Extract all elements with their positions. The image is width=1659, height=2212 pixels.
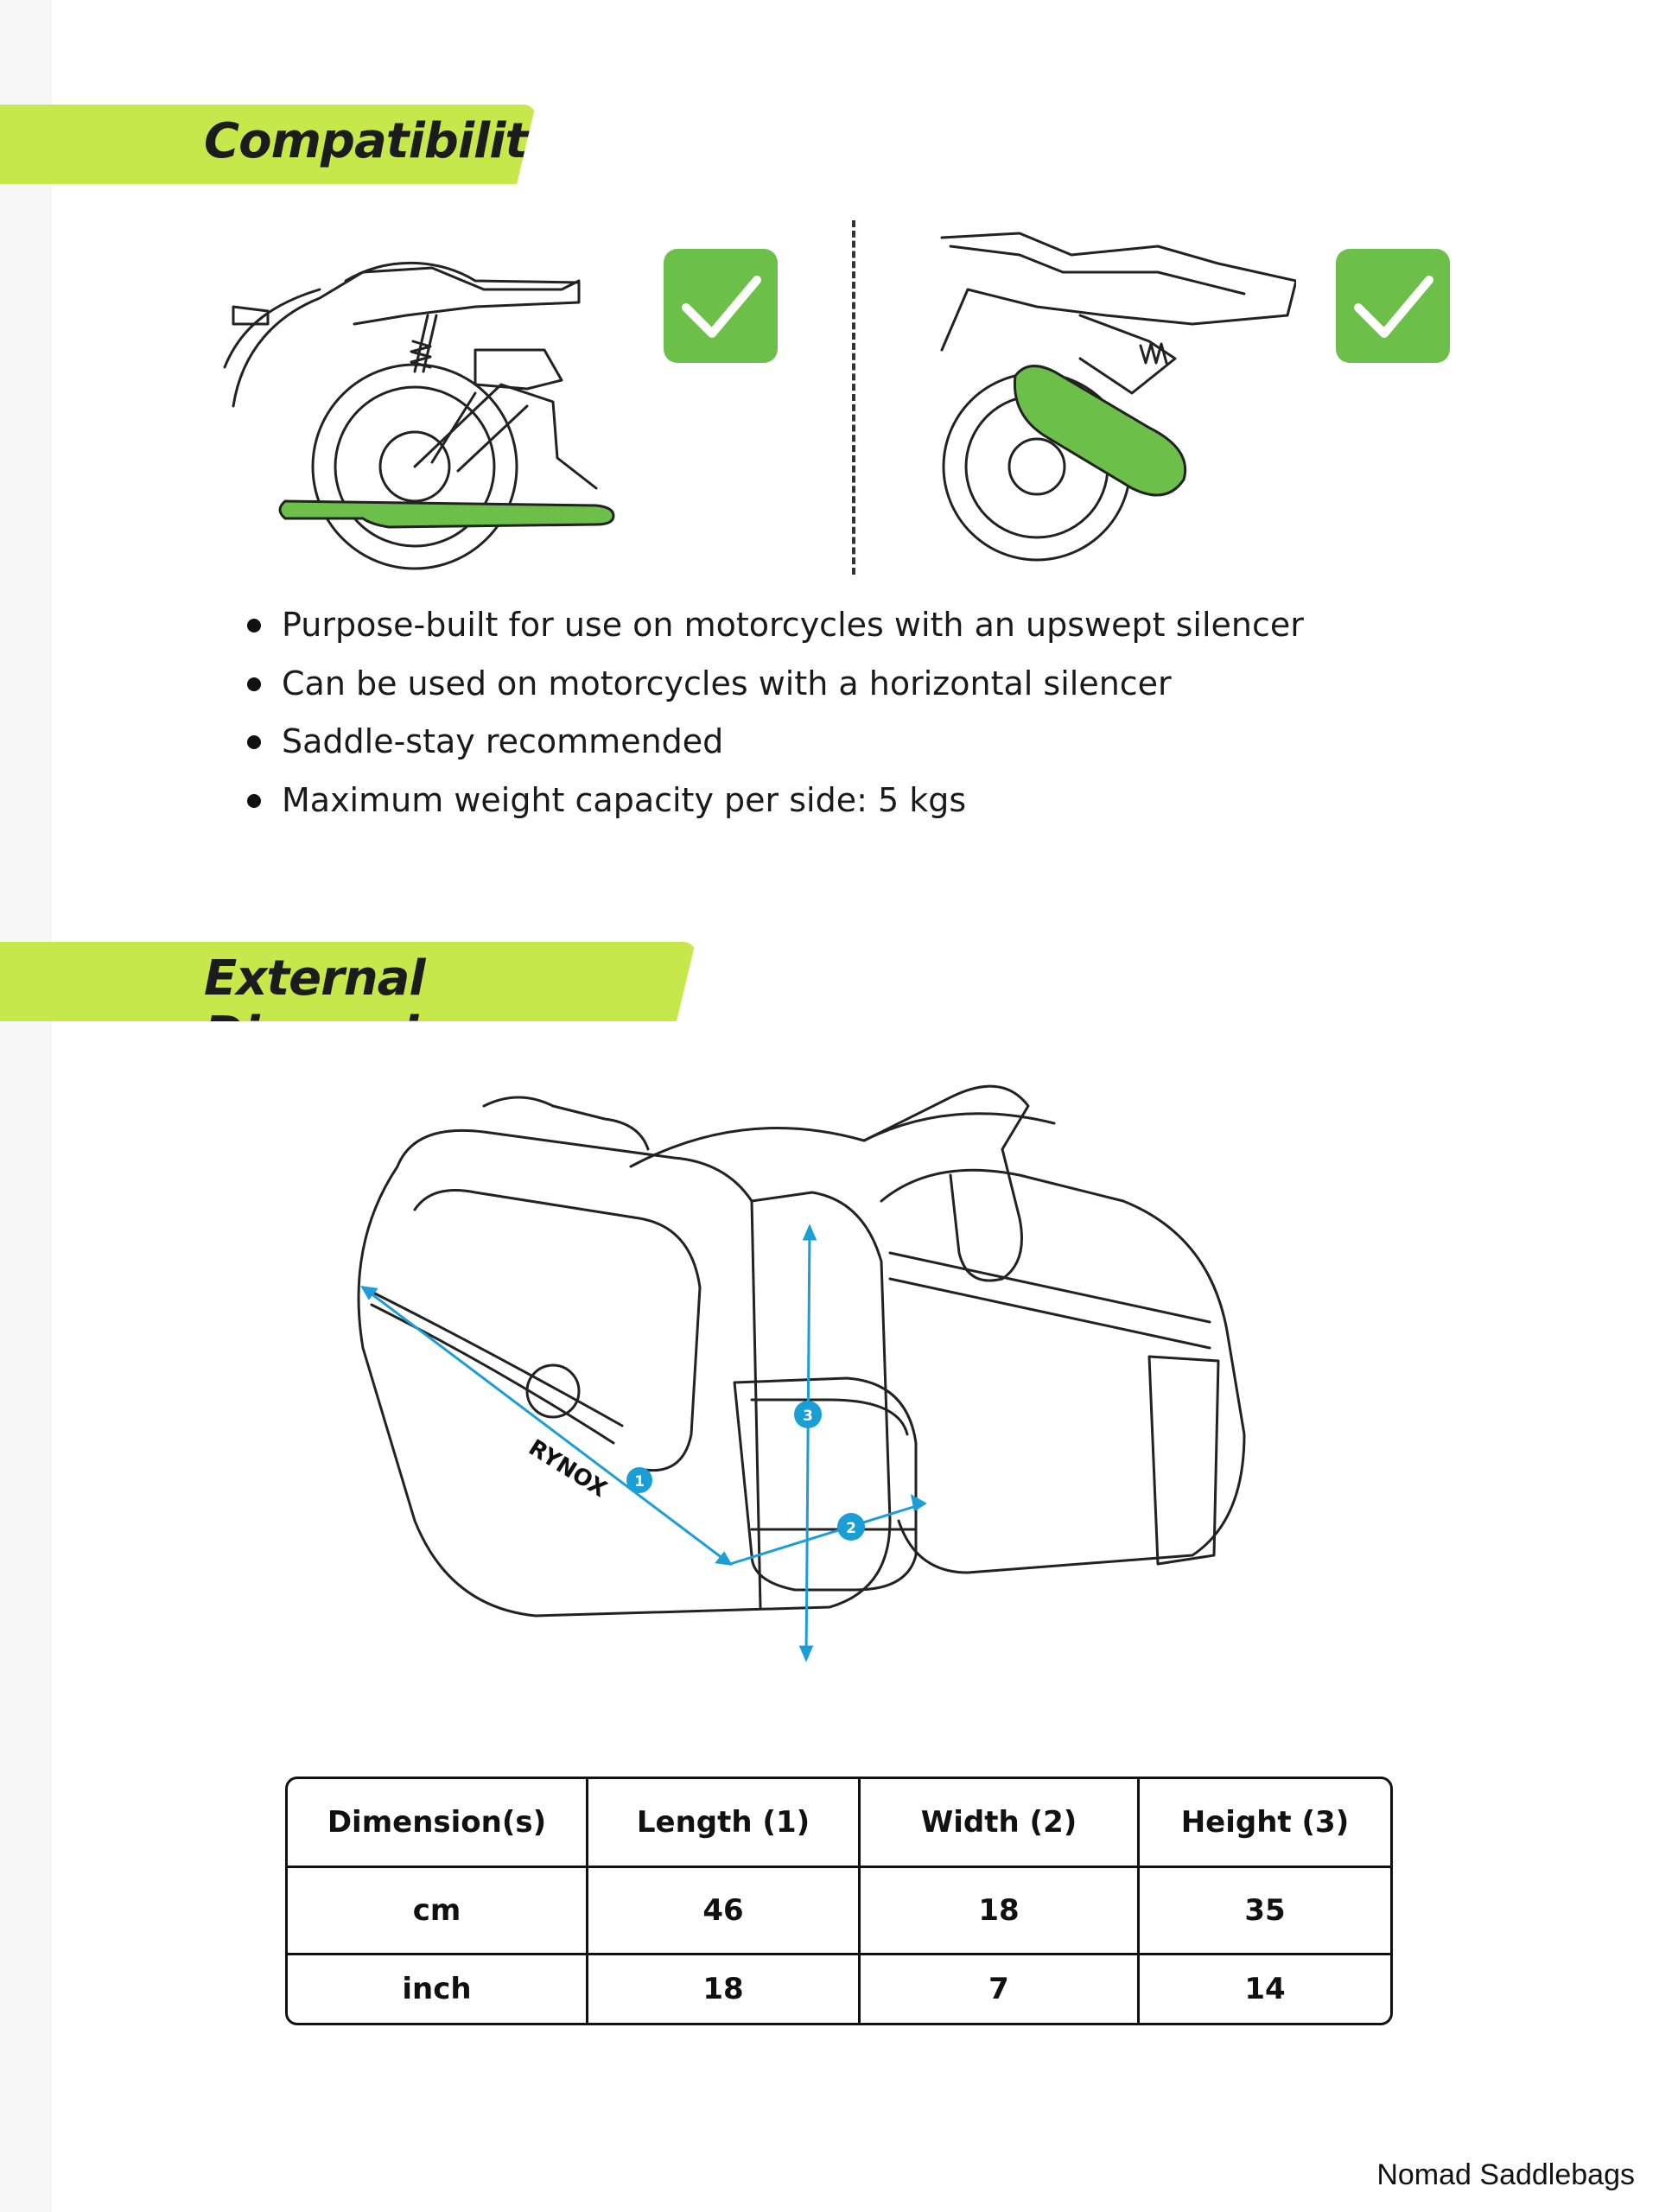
horizontal-silencer bbox=[278, 499, 615, 529]
upswept-silencer-bike-illustration bbox=[940, 232, 1296, 562]
table-cell: inch bbox=[288, 1954, 588, 2023]
compatibility-divider bbox=[852, 220, 855, 575]
saddlebag-illustration: RYNOX 1 2 3 bbox=[357, 1084, 1246, 1662]
dimensions-heading: External Dimensions bbox=[204, 950, 512, 1063]
table-header-row: Dimension(s) Length (1) Width (2) Height… bbox=[288, 1779, 1390, 1868]
brand-logo: RYNOX bbox=[524, 1434, 611, 1503]
feature-item: Can be used on motorcycles with a horizo… bbox=[242, 664, 1304, 722]
svg-text:2: 2 bbox=[846, 1520, 856, 1537]
measure-marker-3: 3 bbox=[794, 1401, 822, 1428]
feature-item: Maximum weight capacity per side: 5 kgs bbox=[242, 780, 1304, 839]
checkmark-icon bbox=[682, 276, 761, 338]
table-header-cell: Height (3) bbox=[1138, 1779, 1390, 1868]
table-header-cell: Length (1) bbox=[587, 1779, 861, 1868]
compatibility-heading: Compatibility bbox=[204, 113, 558, 169]
table-cell: 46 bbox=[587, 1866, 861, 1955]
table-row: cm 46 18 35 bbox=[288, 1866, 1390, 1955]
table-cell: 35 bbox=[1138, 1866, 1390, 1955]
upswept-silencer bbox=[1013, 365, 1187, 497]
table-row: inch 18 7 14 bbox=[288, 1954, 1390, 2023]
table-header-cell: Width (2) bbox=[859, 1779, 1140, 1868]
check-badge-upswept bbox=[1336, 249, 1450, 363]
table-cell: cm bbox=[288, 1866, 588, 1955]
product-name-footer: Nomad Saddlebags bbox=[1376, 2158, 1635, 2191]
horizontal-silencer-bike-illustration bbox=[223, 261, 615, 570]
feature-item: Saddle-stay recommended bbox=[242, 721, 1304, 780]
table-cell: 18 bbox=[859, 1866, 1140, 1955]
measure-marker-2: 2 bbox=[837, 1513, 865, 1541]
table-cell: 7 bbox=[859, 1954, 1140, 2023]
svg-text:3: 3 bbox=[803, 1408, 813, 1425]
checkmark-icon bbox=[1354, 276, 1433, 338]
feature-item: Purpose-built for use on motorcycles wit… bbox=[242, 605, 1304, 664]
svg-text:1: 1 bbox=[634, 1473, 645, 1491]
check-badge-horizontal bbox=[664, 249, 778, 363]
compatibility-banner: Compatibility bbox=[0, 105, 536, 184]
table-header-cell: Dimension(s) bbox=[288, 1779, 588, 1868]
dimensions-banner: External Dimensions bbox=[0, 942, 696, 1021]
table-cell: 14 bbox=[1244, 1972, 1286, 2006]
table-cell: 18 bbox=[587, 1954, 861, 2023]
measure-marker-1: 1 bbox=[626, 1467, 652, 1493]
dimensions-table: Dimension(s) Length (1) Width (2) Height… bbox=[285, 1777, 1393, 2025]
page-margin-shade bbox=[0, 0, 52, 2212]
compatibility-feature-list: Purpose-built for use on motorcycles wit… bbox=[242, 605, 1304, 838]
